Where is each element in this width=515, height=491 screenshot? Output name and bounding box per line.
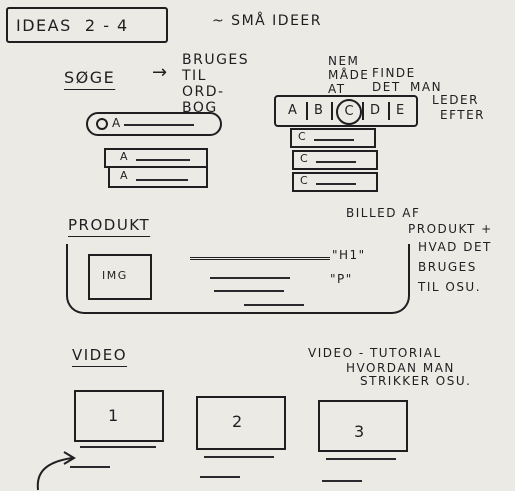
letter-result-item[interactable]: C bbox=[292, 172, 378, 192]
search-section-title: SØGE bbox=[64, 68, 116, 87]
product-note-line: PRODUKT + bbox=[408, 222, 493, 236]
video-note-line: STRIKKER OSU. bbox=[360, 374, 472, 388]
arrow-right-icon: → bbox=[152, 62, 169, 83]
product-note-line: BILLED AF bbox=[346, 206, 421, 220]
search-input[interactable]: A bbox=[86, 112, 222, 136]
letter-result-item[interactable]: C bbox=[292, 150, 378, 170]
search-note-line: FINDE DET bbox=[372, 66, 416, 94]
search-input-placeholder: A bbox=[112, 116, 122, 130]
page-title: IDEAS 2 - 4 bbox=[16, 16, 129, 35]
page-subtitle: ~ SMÅ IDEER bbox=[212, 13, 323, 29]
alphabet-letter-selected[interactable]: C bbox=[336, 99, 362, 125]
product-image-label: IMG bbox=[102, 269, 128, 282]
letter-result-item[interactable]: C bbox=[290, 128, 376, 148]
search-note-line: MAN bbox=[410, 80, 443, 94]
alphabet-letter[interactable]: B bbox=[314, 103, 325, 118]
search-note-line: LEDER bbox=[432, 93, 479, 107]
product-image-placeholder: IMG bbox=[88, 254, 152, 300]
curved-arrow-icon bbox=[36, 451, 76, 491]
video-thumbnail[interactable]: 2 bbox=[196, 396, 286, 450]
video-thumbnail[interactable]: 3 bbox=[318, 400, 408, 452]
video-note-line: VIDEO - TUTORIAL bbox=[308, 346, 442, 360]
page-title-box: IDEAS 2 - 4 bbox=[6, 7, 168, 43]
product-paragraph-label: "P" bbox=[330, 272, 353, 286]
search-note-line: BRUGES TIL ORD-BOG bbox=[182, 52, 250, 116]
alphabet-letter[interactable]: A bbox=[288, 103, 299, 118]
search-note-line: EFTER bbox=[440, 108, 486, 122]
product-note-line: BRUGES bbox=[418, 260, 477, 274]
video-thumbnail[interactable]: 1 bbox=[74, 390, 164, 442]
search-note-line: NEM MÅDE AT bbox=[328, 54, 370, 96]
product-section-title: PRODUKT bbox=[68, 216, 151, 234]
product-note-line: HVAD DET bbox=[418, 240, 492, 254]
search-result-item[interactable]: A bbox=[104, 148, 208, 168]
alphabet-letter[interactable]: D bbox=[370, 103, 382, 118]
product-note-line: TIL OSU. bbox=[418, 280, 482, 294]
alphabet-selector: A B C D E bbox=[274, 95, 418, 127]
product-card: IMG "H1" "P" bbox=[66, 244, 410, 314]
video-note-line: HVORDAN MAN bbox=[346, 361, 455, 375]
product-heading-scribble bbox=[190, 257, 330, 266]
product-heading-label: "H1" bbox=[332, 248, 366, 262]
search-result-item[interactable]: A bbox=[108, 166, 208, 188]
video-section-title: VIDEO bbox=[72, 346, 128, 364]
alphabet-letter[interactable]: E bbox=[396, 103, 406, 118]
search-icon bbox=[96, 118, 108, 130]
